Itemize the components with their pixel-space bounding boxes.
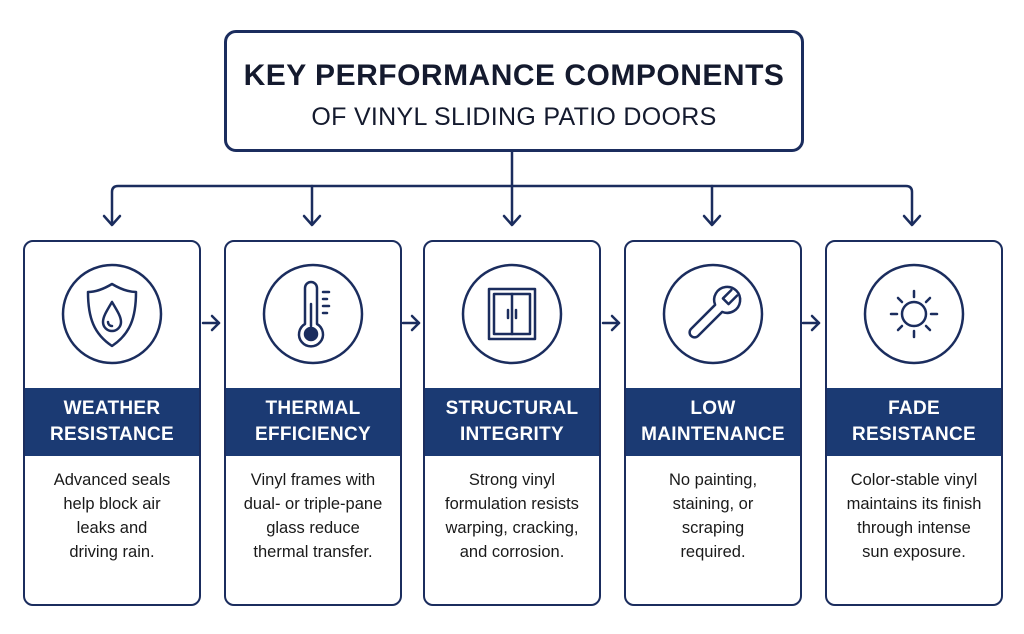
right-arrow-icon <box>601 314 621 332</box>
card-fade-resistance: FADE RESISTANCE Color-stable vinyl maint… <box>825 240 1003 606</box>
shield-water-drop-icon <box>60 262 164 366</box>
card-heading: STRUCTURAL INTEGRITY <box>425 388 599 456</box>
heading-line: RESISTANCE <box>49 424 175 445</box>
heading-line: FADE <box>888 398 940 419</box>
window-frame-icon <box>460 262 564 366</box>
down-arrow-icon <box>702 214 722 227</box>
sun-icon <box>862 262 966 366</box>
card-description: Vinyl frames with dual- or triple-pane g… <box>243 471 383 561</box>
page-subtitle: OF VINYL SLIDING PATIO DOORS <box>311 103 717 131</box>
heading-line: THERMAL <box>265 398 361 419</box>
card-description: Advanced seals help block air leaks and … <box>53 471 171 561</box>
heading-line: INTEGRITY <box>459 424 565 445</box>
title-box: KEY PERFORMANCE COMPONENTS OF VINYL SLID… <box>224 30 804 152</box>
wrench-icon <box>661 262 765 366</box>
heading-line: STRUCTURAL <box>445 398 579 419</box>
card-heading: THERMAL EFFICIENCY <box>226 388 400 456</box>
card-weather-resistance: WEATHER RESISTANCE Advanced seals help b… <box>23 240 201 606</box>
heading-line: RESISTANCE <box>851 424 977 445</box>
down-arrow-icon <box>502 214 522 227</box>
card-heading: FADE RESISTANCE <box>827 388 1001 456</box>
card-heading: WEATHER RESISTANCE <box>25 388 199 456</box>
heading-line: WEATHER <box>63 398 161 419</box>
card-thermal-efficiency: THERMAL EFFICIENCY Vinyl frames with dua… <box>224 240 402 606</box>
right-arrow-icon <box>801 314 821 332</box>
card-low-maintenance: LOW MAINTENANCE No painting, staining, o… <box>624 240 802 606</box>
right-arrow-icon <box>401 314 421 332</box>
thermometer-icon <box>261 262 365 366</box>
heading-line: LOW <box>690 398 736 419</box>
page-title: KEY PERFORMANCE COMPONENTS <box>243 59 785 92</box>
down-arrow-icon <box>902 214 922 227</box>
card-description: Strong vinyl formulation resists warping… <box>445 471 579 561</box>
down-arrow-icon <box>102 214 122 227</box>
heading-line: MAINTENANCE <box>641 424 785 445</box>
heading-line: EFFICIENCY <box>255 424 371 445</box>
right-arrow-icon <box>201 314 221 332</box>
down-arrow-icon <box>302 214 322 227</box>
card-description: No painting, staining, or scraping requi… <box>668 471 758 561</box>
card-heading: LOW MAINTENANCE <box>626 388 800 456</box>
card-structural-integrity: STRUCTURAL INTEGRITY Strong vinyl formul… <box>423 240 601 606</box>
card-description: Color-stable vinyl maintains its finish … <box>846 471 982 561</box>
